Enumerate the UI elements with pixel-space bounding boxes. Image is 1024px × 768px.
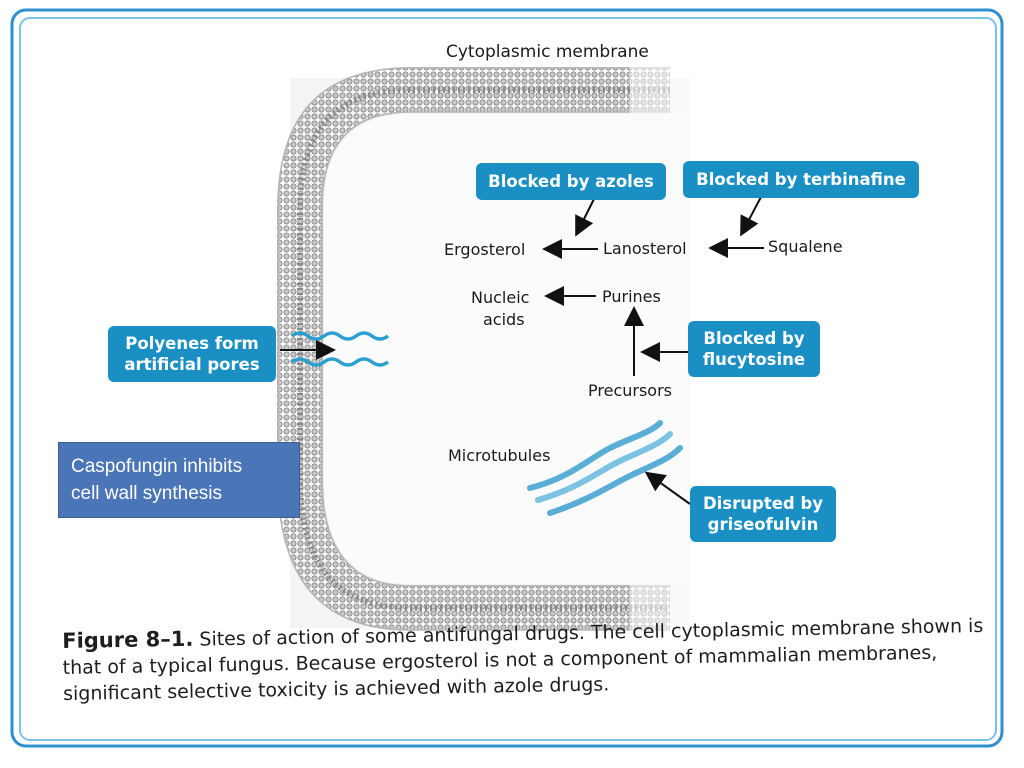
flucytosine-box-line2: flucytosine xyxy=(702,350,806,369)
precursors-label: Precursors xyxy=(588,381,672,400)
figure-number: Figure 8–1. xyxy=(62,626,194,653)
squalene-label: Squalene xyxy=(768,237,843,256)
membrane-label: Cytoplasmic membrane xyxy=(446,42,649,62)
arrow-terbinafine xyxy=(740,194,763,237)
caspofungin-note-line2: cell wall synthesis xyxy=(71,483,222,504)
polyenes-box-line2: artificial pores xyxy=(124,355,260,374)
arrow-griseofulvin xyxy=(644,471,691,505)
purines-label: Purines xyxy=(602,287,661,306)
pore-line-top xyxy=(290,331,390,341)
nucleic-label-line2: acids xyxy=(483,310,525,329)
microtubules-drawing xyxy=(527,420,683,516)
inner-border xyxy=(19,17,997,741)
polyenes-box-line1: Polyenes form xyxy=(125,334,259,353)
azoles-box: Blocked by azoles xyxy=(476,163,666,200)
ergosterol-label: Ergosterol xyxy=(444,240,526,259)
pore-line-bottom xyxy=(290,357,390,367)
polyenes-box: Polyenes form artificial pores xyxy=(108,326,276,382)
cytoplasmic-membrane xyxy=(277,58,690,638)
figure-frame xyxy=(10,8,1006,750)
flucytosine-box-line1: Blocked by xyxy=(703,329,805,348)
figure-caption: Figure 8–1. Sites of action of some anti… xyxy=(62,612,993,707)
flucytosine-box: Blocked by flucytosine xyxy=(688,321,820,377)
terbinafine-box: Blocked by terbinafine xyxy=(683,161,919,198)
caspofungin-note: Caspofungin inhibits cell wall synthesis xyxy=(58,442,300,518)
caspofungin-note-line1: Caspofungin inhibits xyxy=(71,456,243,477)
griseofulvin-box-line1: Disrupted by xyxy=(702,494,824,513)
caption-text: Sites of action of some antifungal drugs… xyxy=(62,614,984,705)
azoles-box-text: Blocked by azoles xyxy=(488,172,654,191)
cell-interior xyxy=(324,114,690,584)
terbinafine-box-text: Blocked by terbinafine xyxy=(696,170,906,189)
outer-border xyxy=(10,8,1004,748)
griseofulvin-box: Disrupted by griseofulvin xyxy=(690,486,836,542)
diagram-canvas xyxy=(10,8,1004,748)
nucleic-label-line1: Nucleic xyxy=(471,288,530,307)
griseofulvin-box-line2: griseofulvin xyxy=(707,515,819,534)
microtubules-label: Microtubules xyxy=(448,446,551,465)
lanosterol-label: Lanosterol xyxy=(603,239,687,258)
